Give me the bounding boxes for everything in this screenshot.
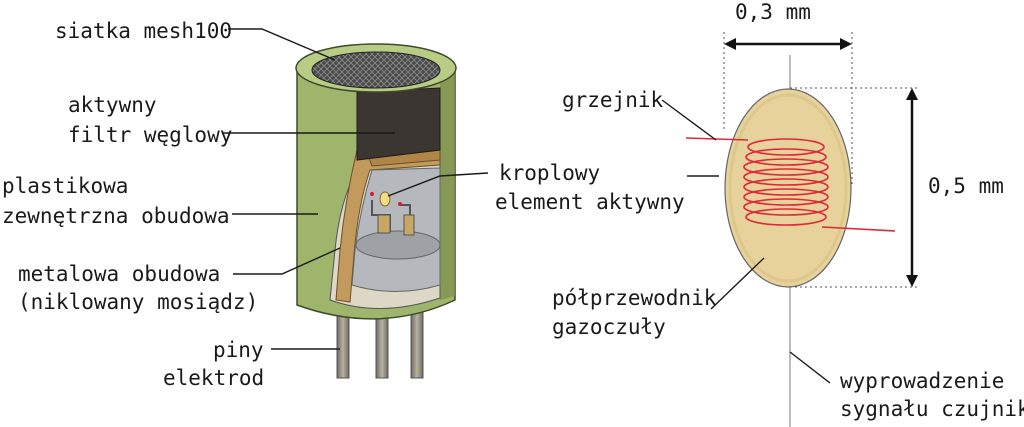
label-filter-2: filtr węglowy <box>68 123 232 147</box>
label-mesh: siatka mesh100 <box>55 19 232 43</box>
label-drop-1: kroplowy <box>499 161 600 185</box>
inner-chamber <box>351 167 441 292</box>
carbon-filter <box>356 87 441 161</box>
leader-signal <box>789 351 831 384</box>
label-signal-1: wyprowadzenie <box>840 369 1004 393</box>
label-semi-2: gazoczuły <box>552 315 666 339</box>
label-drop-2: element aktywny <box>495 190 685 214</box>
label-height: 0,5 mm <box>928 174 1004 198</box>
label-housing-2: zewnętrzna obudowa <box>2 204 230 228</box>
drop-element <box>379 191 391 207</box>
semiconductor-bead <box>724 88 852 288</box>
label-pins-2: elektrod <box>163 366 264 390</box>
leader-drop <box>387 172 489 197</box>
label-filter-1: aktywny <box>68 93 157 117</box>
label-housing-1: plastikowa <box>2 174 128 198</box>
sensor-body <box>295 43 457 379</box>
leader-heater <box>661 99 717 141</box>
label-signal-2: sygnału czujnika <box>840 397 1024 421</box>
bead-detail <box>685 32 918 427</box>
label-metal-1: metalowa obudowa <box>18 262 220 286</box>
label-semi-1: półprzewodnik <box>552 286 717 310</box>
leader-mesh <box>228 28 336 61</box>
label-metal-2: (niklowany mosiądz) <box>18 290 258 314</box>
leader-metal <box>233 247 341 275</box>
label-width: 0,3 mm <box>735 0 811 24</box>
mesh-cap <box>311 51 441 89</box>
right-leaders <box>661 99 831 384</box>
metal-can <box>335 147 441 303</box>
heater-coil <box>685 137 896 232</box>
leader-semiconductor <box>710 257 765 310</box>
label-heater: grzejnik <box>562 88 664 112</box>
left-leaders <box>222 28 489 350</box>
label-pins-1: piny <box>213 338 264 362</box>
